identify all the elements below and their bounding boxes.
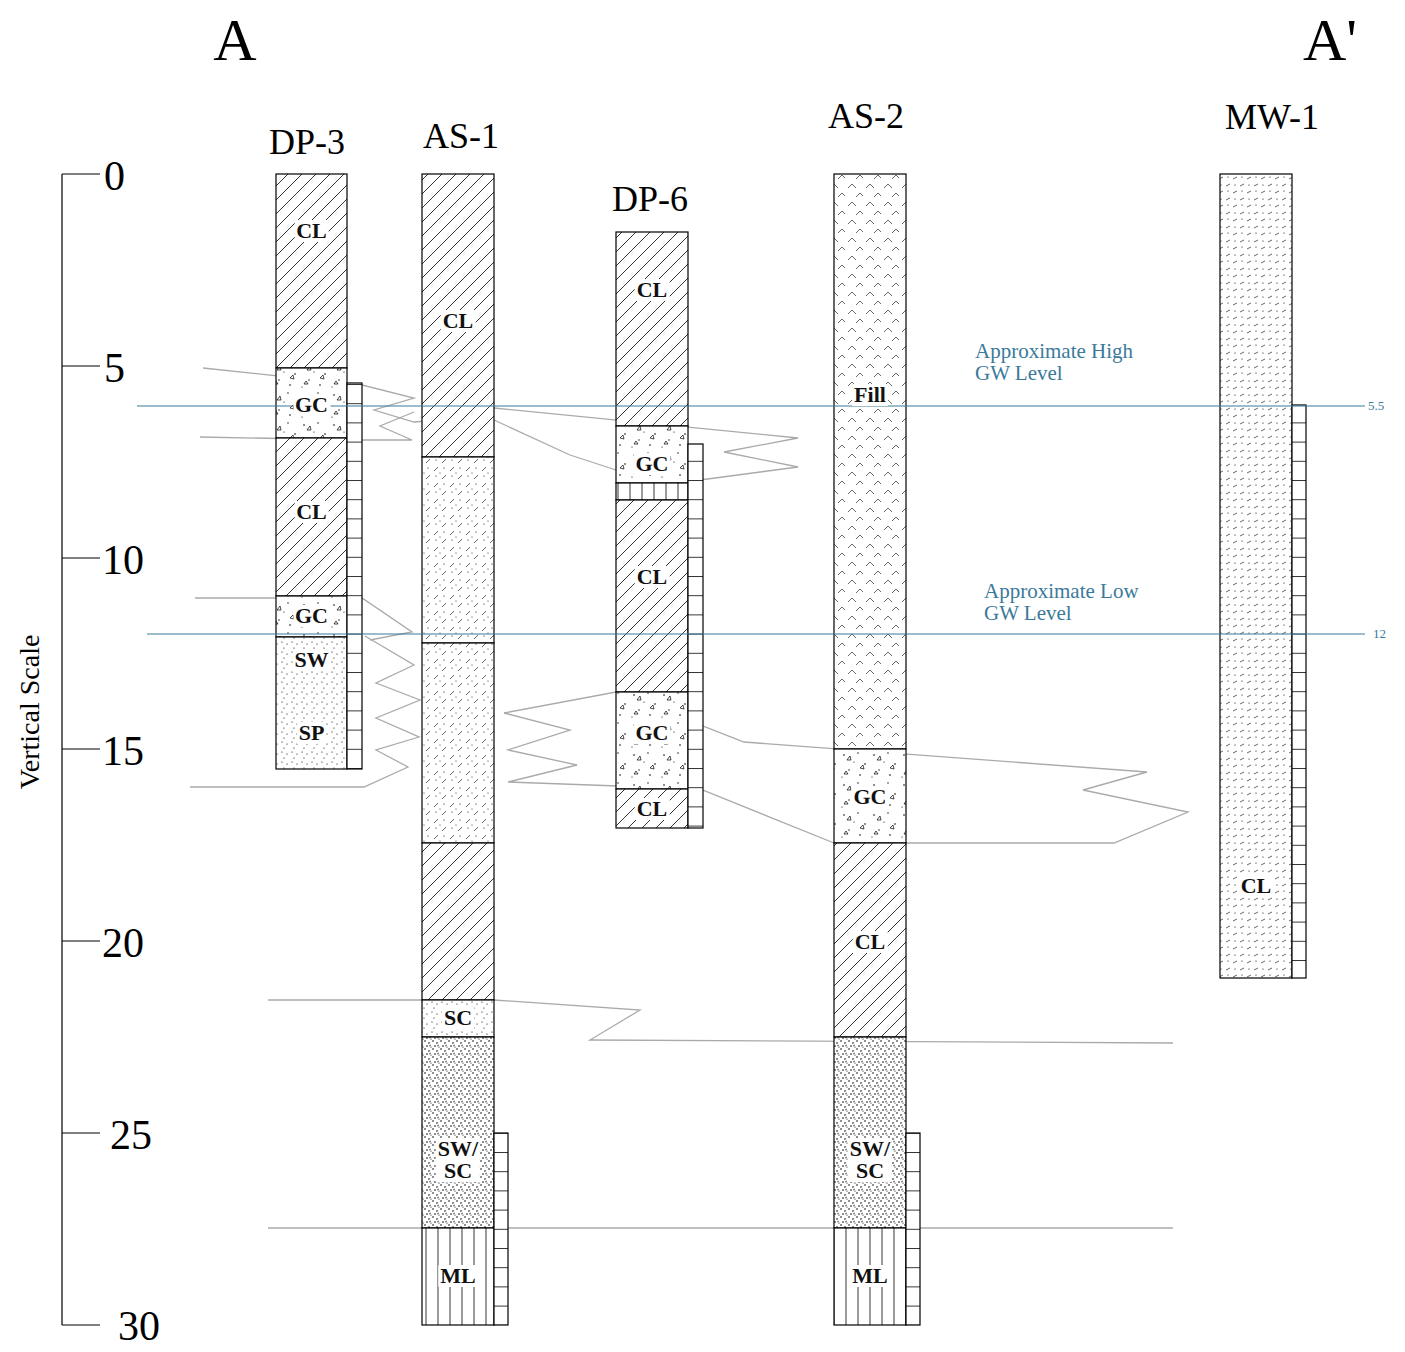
soil-layer: ML (834, 1228, 906, 1325)
water-level-note: Approximate Low GW Level (984, 580, 1174, 624)
soil-layer: CL (616, 789, 688, 828)
soil-layer: GC (834, 749, 906, 843)
soil-code: ML (438, 1265, 477, 1287)
axis-title: Vertical Scale (15, 635, 44, 790)
soil-code: Fill (852, 384, 888, 406)
soil-layer: CL (422, 174, 494, 457)
boring-name: MW-1 (1225, 99, 1319, 137)
soil-code: GC (634, 453, 671, 475)
water-level-note: Approximate High GW Level (975, 340, 1165, 384)
soil-code: CL (441, 310, 476, 332)
soil-layer: CL (834, 843, 906, 1037)
soil-layer: CL (616, 500, 688, 692)
soil-code: CL (294, 501, 329, 523)
soil-code: CL (294, 220, 329, 242)
soil-layer: GC (616, 692, 688, 789)
scale-number: 10 (102, 538, 144, 582)
boring-name: AS-2 (828, 98, 904, 136)
soil-layer: SC (422, 1000, 494, 1037)
soil-code: ML (850, 1265, 889, 1287)
water-level-value: 5.5 (1368, 399, 1384, 413)
soil-layer: ML (422, 1228, 494, 1325)
soil-layer: GC (276, 596, 347, 637)
boring-name: DP-6 (612, 181, 688, 219)
soil-layer: GC (276, 368, 347, 438)
soil-layer: SW SP (276, 637, 347, 769)
soil-code: SW/ SC (436, 1138, 480, 1182)
soil-code: SP (297, 722, 327, 744)
soil-layer: CL (276, 438, 347, 596)
soil-code: SW/ SC (848, 1138, 892, 1182)
soil-code: GC (852, 786, 889, 808)
soil-code: CL (635, 798, 670, 820)
soil-code: GC (293, 394, 330, 416)
soil-code: SW (292, 649, 330, 671)
soil-code: CL (1239, 875, 1274, 897)
soil-layer: SW/ SC (834, 1037, 906, 1228)
scale-number: 5 (104, 346, 125, 390)
soil-code: CL (853, 931, 888, 953)
soil-layer: CL (1220, 174, 1292, 978)
soil-layer: GC (616, 426, 688, 483)
soil-code: GC (293, 605, 330, 627)
water-level-value: 12 (1373, 627, 1386, 641)
soil-layer: SW/ SC (422, 1037, 494, 1228)
scale-number: 25 (110, 1113, 152, 1157)
section-end: A (213, 9, 256, 72)
scale-number: 0 (104, 154, 125, 198)
soil-code: SC (442, 1007, 474, 1029)
soil-code: CL (635, 566, 670, 588)
scale-number: 15 (102, 729, 144, 773)
soil-layer: CL (276, 174, 347, 368)
boring-name: DP-3 (269, 124, 345, 162)
boring-name: AS-1 (423, 118, 499, 156)
soil-code: GC (634, 722, 671, 744)
scale-number: 20 (102, 921, 144, 965)
soil-layer: Fill (834, 174, 906, 749)
soil-layer: CL (616, 232, 688, 426)
soil-code: CL (635, 279, 670, 301)
scale-number: 30 (118, 1304, 160, 1348)
section-end: A' (1303, 9, 1357, 72)
